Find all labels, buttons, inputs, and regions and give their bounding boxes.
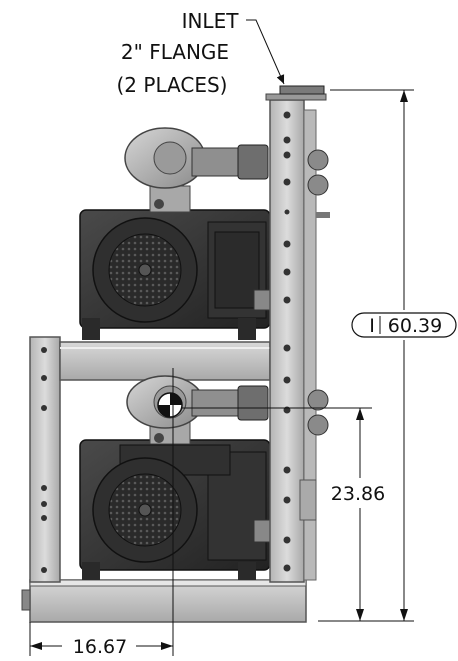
callout-line-2: 2" FLANGE [121, 40, 229, 64]
base-skid [21, 579, 307, 623]
center-of-gravity-icon [157, 392, 183, 418]
dimension-prefix: I [369, 315, 375, 337]
center-offset-dimension: 16.67 [29, 368, 174, 658]
center-height-value: 23.86 [331, 483, 385, 505]
lower-pump [126, 375, 269, 445]
right-frame-column [265, 93, 330, 583]
upper-pump [124, 127, 269, 213]
lower-motor [79, 439, 271, 580]
callout-line-1: INLET [182, 9, 240, 33]
inlet-callout: INLET 2" FLANGE (2 PLACES) [117, 9, 285, 97]
mid-cross-beam [59, 341, 271, 381]
overall-height-dimension: I 60.39 [318, 89, 457, 622]
center-height-dimension: 23.86 [182, 407, 385, 621]
center-offset-value: 16.67 [73, 636, 127, 656]
callout-line-3: (2 PLACES) [117, 73, 228, 97]
left-frame-column [29, 336, 61, 583]
dimension-label-box [351, 312, 457, 338]
callout-leader [246, 19, 285, 85]
upper-motor [79, 209, 271, 340]
overall-height-value: 60.39 [388, 315, 442, 337]
inlet-flange [279, 85, 325, 95]
